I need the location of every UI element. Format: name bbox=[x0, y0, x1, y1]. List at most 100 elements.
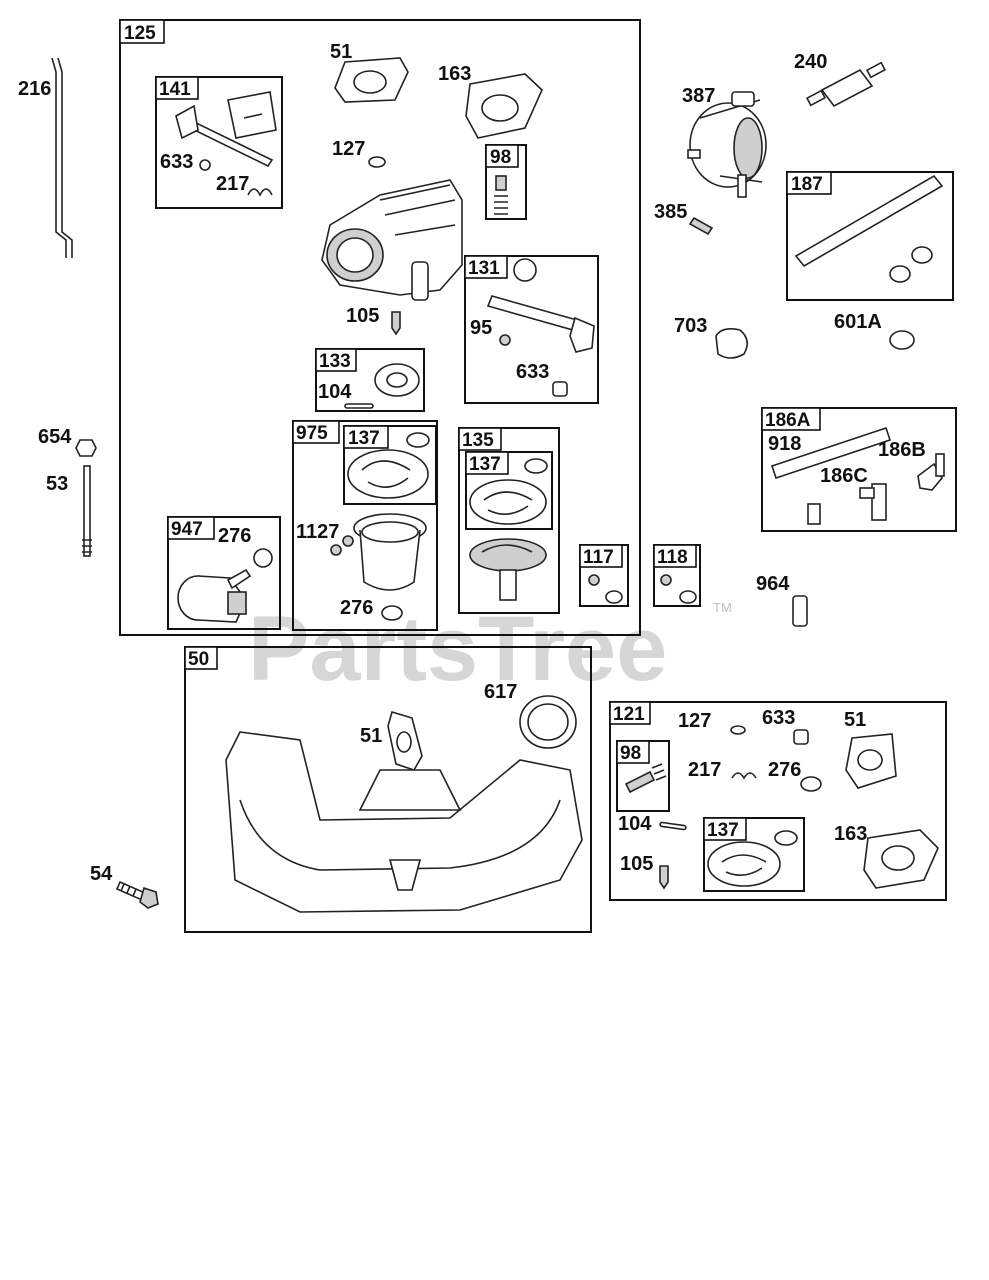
callout-276[interactable]: 276 bbox=[768, 759, 801, 781]
spacer-964-part bbox=[792, 595, 808, 627]
callout-51[interactable]: 51 bbox=[360, 725, 382, 747]
carburetor-part bbox=[321, 179, 463, 301]
assembly-tag-186a[interactable]: 186A bbox=[761, 407, 821, 431]
washer-part bbox=[199, 159, 211, 171]
callout-104[interactable]: 104 bbox=[618, 813, 652, 835]
callout-127[interactable]: 127 bbox=[332, 138, 365, 160]
callout-127[interactable]: 127 bbox=[678, 710, 711, 732]
assembly-tag-133[interactable]: 133 bbox=[315, 348, 357, 372]
callout-163[interactable]: 163 bbox=[438, 63, 471, 85]
callout-617[interactable]: 617 bbox=[484, 681, 517, 703]
assembly-box-137 bbox=[343, 425, 437, 505]
callout-276[interactable]: 276 bbox=[340, 597, 373, 619]
assembly-tag-98[interactable]: 98 bbox=[616, 740, 650, 764]
clamp-601a-part bbox=[889, 330, 915, 350]
callout-186c[interactable]: 186C bbox=[820, 465, 868, 487]
svg-text:98: 98 bbox=[620, 743, 641, 764]
assembly-tag-117[interactable]: 117 bbox=[579, 544, 623, 568]
spring-part bbox=[247, 188, 273, 197]
callout-918[interactable]: 918 bbox=[768, 433, 801, 455]
gasket-137-part bbox=[469, 479, 547, 525]
watermark-text: PartsTree bbox=[248, 598, 667, 700]
valve-186b-part bbox=[917, 453, 945, 491]
needle-105-part bbox=[659, 865, 669, 890]
svg-text:117: 117 bbox=[583, 547, 614, 568]
svg-text:137: 137 bbox=[469, 454, 501, 475]
svg-text:975: 975 bbox=[296, 423, 328, 444]
callout-186b[interactable]: 186B bbox=[878, 439, 926, 461]
assembly-tag-98[interactable]: 98 bbox=[485, 144, 519, 168]
needle-105-part bbox=[391, 311, 401, 336]
bushing-633-part bbox=[552, 381, 568, 397]
callout-387[interactable]: 387 bbox=[682, 85, 715, 107]
assembly-tag-947[interactable]: 947 bbox=[167, 516, 215, 540]
callout-217[interactable]: 217 bbox=[688, 759, 721, 781]
svg-text:135: 135 bbox=[462, 430, 494, 451]
seal-127-part bbox=[368, 156, 386, 168]
assembly-tag-50[interactable]: 50 bbox=[184, 646, 218, 670]
assembly-tag-118[interactable]: 118 bbox=[653, 544, 697, 568]
callout-385[interactable]: 385 bbox=[654, 201, 687, 223]
assembly-tag-141[interactable]: 141 bbox=[155, 76, 199, 100]
assembly-tag-121[interactable]: 121 bbox=[609, 701, 651, 725]
assembly-tag-131[interactable]: 131 bbox=[464, 255, 508, 279]
callout-703[interactable]: 703 bbox=[674, 315, 707, 337]
assembly-tag-975[interactable]: 975 bbox=[292, 420, 340, 444]
nut-654-part bbox=[75, 439, 97, 457]
spring-part bbox=[731, 772, 757, 780]
callout-240[interactable]: 240 bbox=[794, 51, 827, 73]
callout-633[interactable]: 633 bbox=[762, 707, 795, 729]
oring-part bbox=[524, 458, 548, 474]
assembly-box-50 bbox=[184, 646, 592, 933]
callout-601a[interactable]: 601A bbox=[834, 311, 882, 333]
fuel-pump-part bbox=[687, 91, 767, 198]
link-rod-part bbox=[57, 57, 73, 258]
svg-text:98: 98 bbox=[490, 147, 511, 168]
assembly-tag-187[interactable]: 187 bbox=[786, 171, 832, 195]
assembly-box-121 bbox=[609, 701, 947, 901]
assembly-tag-135[interactable]: 135 bbox=[458, 427, 502, 451]
assembly-tag-137[interactable]: 137 bbox=[703, 817, 747, 841]
washer-part bbox=[679, 590, 697, 604]
callout-1127[interactable]: 1127 bbox=[296, 521, 339, 543]
assembly-tag-137[interactable]: 137 bbox=[465, 451, 509, 475]
washer-276-part bbox=[253, 548, 273, 568]
svg-text:186A: 186A bbox=[765, 410, 811, 431]
svg-text:141: 141 bbox=[159, 79, 191, 100]
callout-105[interactable]: 105 bbox=[620, 853, 653, 875]
assembly-box-141 bbox=[155, 76, 283, 209]
pin-104-part bbox=[659, 821, 687, 831]
callout-654[interactable]: 654 bbox=[38, 426, 72, 448]
callout-51[interactable]: 51 bbox=[844, 709, 866, 731]
callout-53[interactable]: 53 bbox=[46, 473, 68, 495]
callout-633[interactable]: 633 bbox=[516, 361, 549, 383]
fuel-line-part bbox=[794, 174, 944, 268]
callout-54[interactable]: 54 bbox=[90, 863, 113, 885]
fuel-filter-part bbox=[805, 61, 887, 108]
assembly-tag-125[interactable]: 125 bbox=[119, 19, 165, 44]
callout-104[interactable]: 104 bbox=[318, 381, 352, 403]
callout-633[interactable]: 633 bbox=[160, 151, 193, 173]
callout-105[interactable]: 105 bbox=[346, 305, 379, 327]
svg-text:50: 50 bbox=[188, 649, 209, 670]
clamp-part bbox=[889, 246, 933, 283]
assembly-box-947 bbox=[167, 516, 281, 630]
callout-95[interactable]: 95 bbox=[470, 317, 492, 339]
assembly-box-125 bbox=[119, 19, 641, 636]
assembly-box-137 bbox=[703, 817, 805, 892]
washer-part bbox=[605, 590, 623, 604]
callout-163[interactable]: 163 bbox=[834, 823, 867, 845]
fuel-bowl-part bbox=[353, 513, 427, 591]
callout-216[interactable]: 216 bbox=[18, 78, 51, 100]
assembly-tag-137[interactable]: 137 bbox=[343, 425, 389, 449]
screw-98-part bbox=[495, 175, 507, 191]
svg-text:121: 121 bbox=[613, 704, 645, 725]
intake-manifold-part bbox=[225, 731, 583, 913]
callout-51[interactable]: 51 bbox=[330, 41, 352, 63]
clip-703-part bbox=[715, 328, 748, 359]
oring-part bbox=[406, 432, 430, 448]
callout-964[interactable]: 964 bbox=[756, 573, 790, 595]
callout-276[interactable]: 276 bbox=[218, 525, 251, 547]
callout-217[interactable]: 217 bbox=[216, 173, 249, 195]
svg-text:133: 133 bbox=[319, 351, 351, 372]
